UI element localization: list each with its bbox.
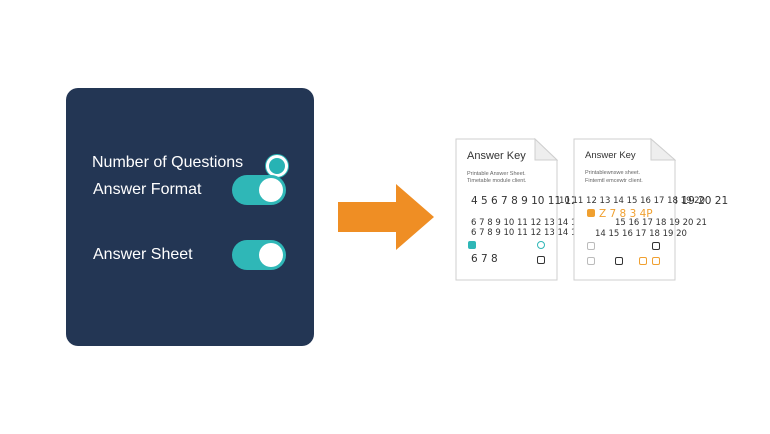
answer-format-label: Answer Format [93, 181, 202, 198]
answer-row-3: 6 7 8 9 10 11 12 13 14 15 16 17 18 19 20 [471, 228, 650, 238]
document-title: Answer Key [585, 150, 636, 161]
answer-format-toggle[interactable] [232, 175, 286, 205]
answer-row-4: 6 7 8 [471, 253, 498, 265]
answer-row-4: 14 15 16 17 18 19 20 [595, 229, 687, 239]
toggle-knob [259, 243, 283, 267]
answer-row-2: Z 7 8 3 4P [599, 208, 653, 220]
document-subtitle-1: Printable Answer Sheet. [467, 171, 526, 177]
document-title: Answer Key [467, 150, 526, 162]
toggle-knob [259, 178, 283, 202]
document-sheet-icon [573, 138, 676, 281]
document-subtitle-2: Fintemtl emcewtr client. [585, 178, 643, 184]
number-of-questions-row[interactable]: Number of Questions [66, 154, 314, 252]
document-subtitle-2: Timetable module client. [467, 178, 527, 184]
answer-sheet-label: Answer Sheet [93, 246, 193, 263]
number-of-questions-radio[interactable] [266, 155, 288, 177]
box-mark-icon [652, 242, 660, 250]
settings-panel: Number of Questions Answer Format Answer… [66, 88, 314, 346]
circle-mark-icon [537, 241, 545, 249]
orange-bubble-icon [639, 257, 647, 265]
empty-bubble-icon [587, 242, 595, 250]
answer-sheet-toggle[interactable] [232, 240, 286, 270]
answer-sheet-row[interactable]: Answer Sheet [66, 240, 314, 270]
answer-row-3: 15 16 17 18 19 20 21 [615, 218, 707, 228]
answer-row-2: 6 7 8 9 10 11 12 13 14 15 16 17 18 19 20… [471, 218, 663, 228]
answer-key-document-right: Answer Key Printablewnswe sheet. Fintemt… [559, 138, 707, 281]
number-of-questions-label: Number of Questions [92, 154, 244, 171]
arrow-right-icon [338, 184, 434, 250]
box-mark-icon [615, 257, 623, 265]
answer-format-row[interactable]: Answer Format [66, 175, 314, 205]
empty-bubble-icon [587, 257, 595, 265]
box-mark-icon [537, 256, 545, 264]
answer-key-document-left: Answer Key Printable Answer Sheet. Timet… [455, 138, 728, 281]
check-mark-icon [468, 241, 476, 249]
answer-row-1: 10 11 12 13 14 15 16 17 18 19 20 [559, 196, 705, 206]
document-sheet-icon [455, 138, 558, 281]
document-subtitle-1: Printablewnswe sheet. [585, 170, 641, 176]
orange-bubble-icon [652, 257, 660, 265]
filled-bubble-icon [587, 209, 595, 217]
